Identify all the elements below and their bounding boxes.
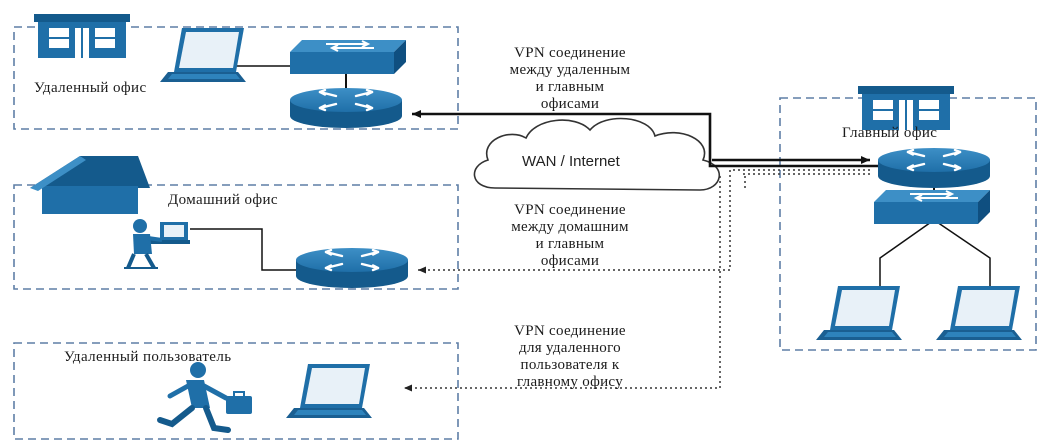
vpn-user-link — [404, 176, 721, 392]
house-icon — [30, 156, 150, 214]
laptop-icon — [160, 28, 246, 82]
laptop-icon — [286, 364, 372, 418]
building-icon — [858, 86, 954, 130]
remote-user-label: Удаленный пользователь — [64, 349, 232, 365]
vpn-remote-line-2: между удаленным — [509, 62, 631, 78]
vpn-remote-line-3: и главным — [535, 79, 605, 95]
vpn-user-line-4: главному офису — [516, 374, 623, 390]
vpn-user-label: VPN соединение для удаленного пользовате… — [470, 323, 670, 391]
vpn-home-label: VPN соединение между домашним и главным … — [470, 202, 670, 270]
running-man-icon — [157, 362, 252, 433]
cloud-label: WAN / Internet — [522, 153, 620, 170]
switch-icon — [289, 39, 407, 75]
vpn-remote-line-4: офисами — [540, 96, 600, 112]
laptop-icon — [816, 286, 902, 340]
vpn-home-line-4: офисами — [540, 253, 600, 269]
vpn-user-line-3: пользователя к — [520, 357, 620, 373]
laptop-icon — [936, 286, 1022, 340]
remote-user-box — [13, 342, 459, 440]
main-office-box — [779, 97, 1037, 351]
vpn-home-line-2: между домашним — [511, 219, 629, 235]
router-icon — [288, 86, 404, 130]
home-office-label: Домашний офис — [168, 192, 278, 208]
vpn-home-link — [418, 169, 870, 274]
vpn-remote-label: VPN соединение между удаленным и главным… — [472, 45, 668, 113]
vpn-user-line-2: для удаленного — [519, 340, 621, 356]
vpn-home-line-3: и главным — [535, 236, 605, 252]
home-office-box — [13, 184, 459, 290]
vpn-remote-link — [412, 110, 882, 168]
router-icon — [294, 246, 410, 290]
vpn-home-line-1: VPN соединение — [514, 202, 626, 218]
main-office-label: Главный офис — [842, 125, 938, 141]
remote-office-box — [13, 26, 459, 130]
vpn-remote-line-1: VPN соединение — [514, 45, 626, 61]
building-icon — [34, 14, 130, 58]
router-icon — [876, 146, 992, 190]
remote-office-label: Удаленный офис — [34, 80, 147, 96]
switch-icon — [873, 189, 991, 225]
cloud-icon — [473, 117, 721, 191]
user-at-desk-icon — [124, 219, 190, 269]
vpn-user-line-1: VPN соединение — [514, 323, 626, 339]
